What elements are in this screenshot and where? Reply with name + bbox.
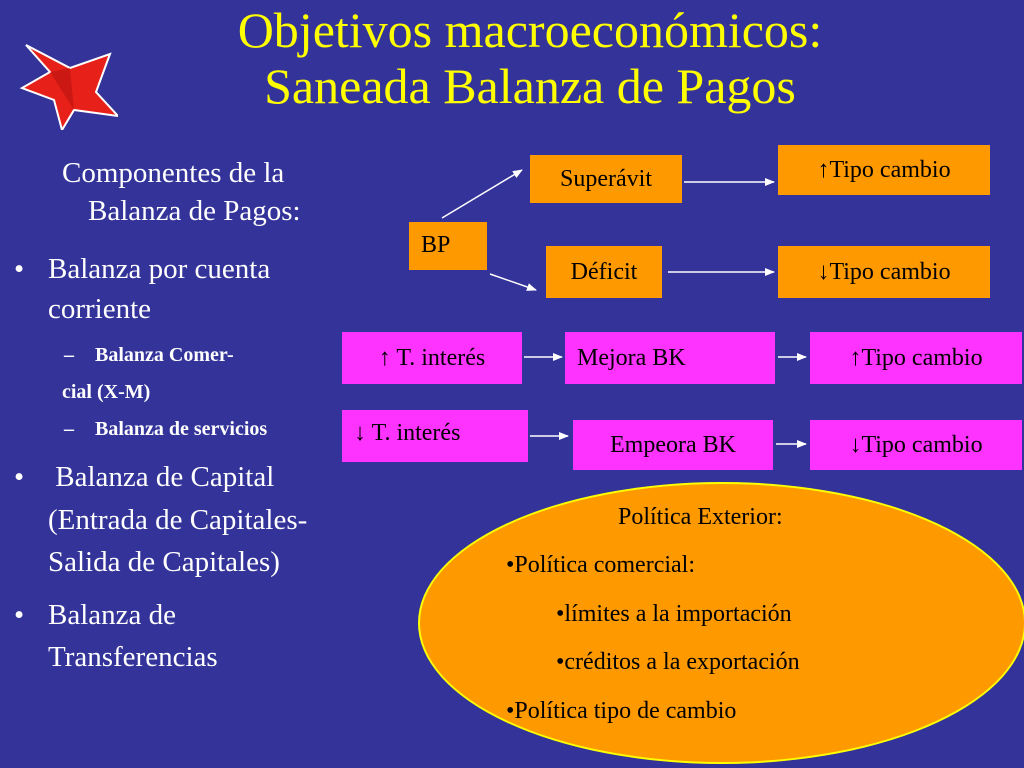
sub-bullet-1-cont: cial (X-M) — [62, 381, 151, 403]
deficit-tipo-cambio-box: ↓Tipo cambio — [778, 246, 990, 298]
bullet-3-icon: • — [14, 599, 25, 631]
sub-bullet-1: Balanza Comer- — [95, 344, 234, 366]
deficit-box: Déficit — [546, 246, 662, 298]
bullet-2-line-3: Salida de Capitales) — [48, 546, 280, 578]
empeora-bk-box: Empeora BK — [573, 420, 773, 470]
down-interes-box: ↓ T. interés — [342, 410, 528, 462]
bullet-2-line-2: (Entrada de Capitales- — [48, 504, 308, 536]
sub-bullet-2: Balanza de servicios — [95, 418, 268, 440]
bullet-1-line-2: corriente — [48, 293, 152, 325]
title-line-2: Saneada Balanza de Pagos — [264, 58, 796, 114]
up-interes-box: ↑ T. interés — [342, 332, 522, 384]
politica-exterior-ellipse — [418, 482, 1024, 764]
red-star-icon — [19, 44, 118, 130]
empeora-tipo-cambio-box: ↓Tipo cambio — [810, 420, 1022, 470]
arrow-bp-deficit — [489, 273, 537, 291]
bullet-3-line-2: Transferencias — [48, 641, 218, 673]
heading-line-1: Componentes de la — [62, 157, 285, 189]
ellipse-sub-1: •límites a la importación — [556, 601, 792, 627]
slide-title: Objetivos macroeconómicos: Saneada Balan… — [110, 2, 950, 114]
bullet-1-line-1: Balanza por cuenta — [48, 253, 271, 285]
mejora-bk-box: Mejora BK — [565, 332, 775, 384]
ellipse-title: Política Exterior: — [618, 504, 783, 530]
bullet-2-line-1: Balanza de Capital — [48, 461, 275, 493]
dash-2-icon: – — [64, 418, 74, 440]
bp-box: BP — [409, 222, 487, 270]
superavit-box: Superávit — [530, 155, 682, 203]
ellipse-item-1: •Política comercial: — [506, 552, 695, 578]
arrow-bp-superavit — [441, 169, 523, 219]
dash-1-icon: – — [64, 344, 74, 366]
superavit-tipo-cambio-box: ↑Tipo cambio — [778, 145, 990, 195]
mejora-tipo-cambio-box: ↑Tipo cambio — [810, 332, 1022, 384]
ellipse-sub-2: •créditos a la exportación — [556, 649, 800, 675]
title-line-1: Objetivos macroeconómicos: — [237, 2, 823, 58]
bullet-1-icon: • — [14, 253, 25, 285]
bullet-3-line-1: Balanza de — [48, 599, 177, 631]
heading-line-2: Balanza de Pagos: — [88, 195, 301, 227]
ellipse-item-2: •Política tipo de cambio — [506, 698, 737, 724]
bullet-2-icon: • — [14, 461, 25, 493]
